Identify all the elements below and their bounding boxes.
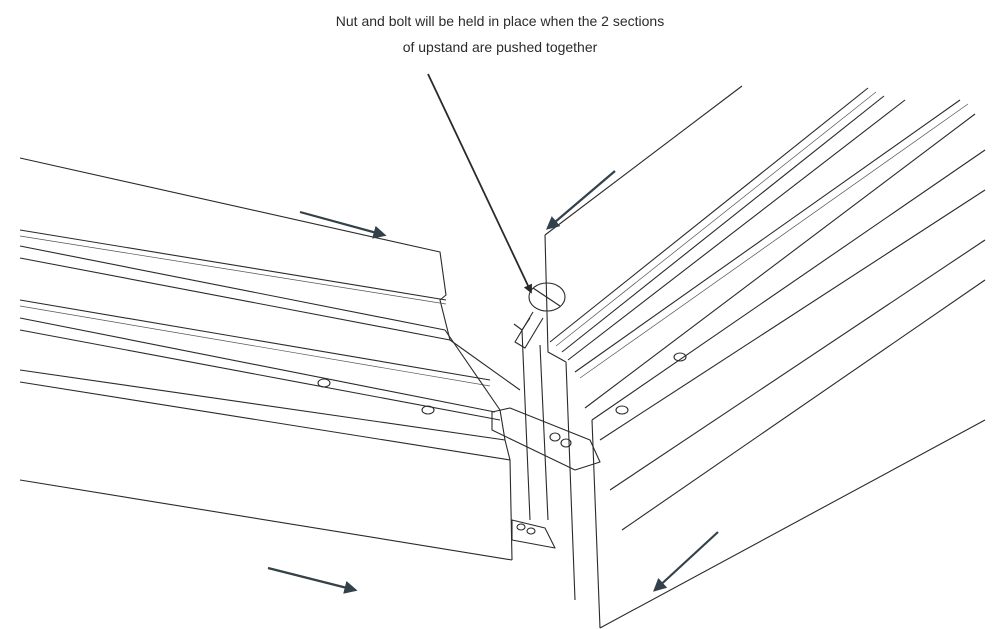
left-upstand-section (19, 157, 521, 561)
connecting-bracket (491, 329, 601, 549)
right-upstand-section (544, 85, 986, 629)
arrow-icon (267, 566, 358, 594)
leader-line (427, 73, 532, 294)
caption-line-1: Nut and bolt will be held in place when … (335, 13, 665, 29)
arrow-icon (653, 531, 719, 592)
diagram-caption: Nut and bolt will be held in place when … (0, 8, 1000, 60)
arrow-icon (545, 170, 616, 230)
caption-line-2: of upstand are pushed together (402, 39, 598, 55)
bolt-icon (513, 282, 566, 349)
arrow-icon (299, 210, 387, 239)
